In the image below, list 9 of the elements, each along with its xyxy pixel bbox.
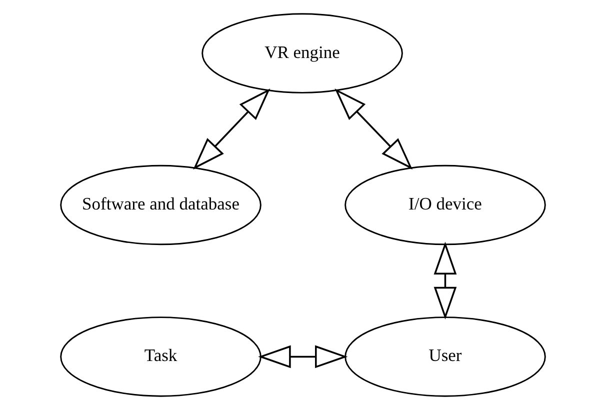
- arrow: [434, 242, 457, 320]
- node-ellipse: I/O device: [344, 164, 546, 246]
- arrow: [258, 345, 348, 368]
- node-ellipse: Software and database: [60, 164, 262, 246]
- node-ellipse: VR engine: [202, 13, 403, 94]
- arrow: [334, 88, 413, 170]
- node-ellipse: User: [344, 316, 546, 397]
- arrow: [193, 88, 270, 170]
- node-ellipse: Task: [60, 316, 262, 397]
